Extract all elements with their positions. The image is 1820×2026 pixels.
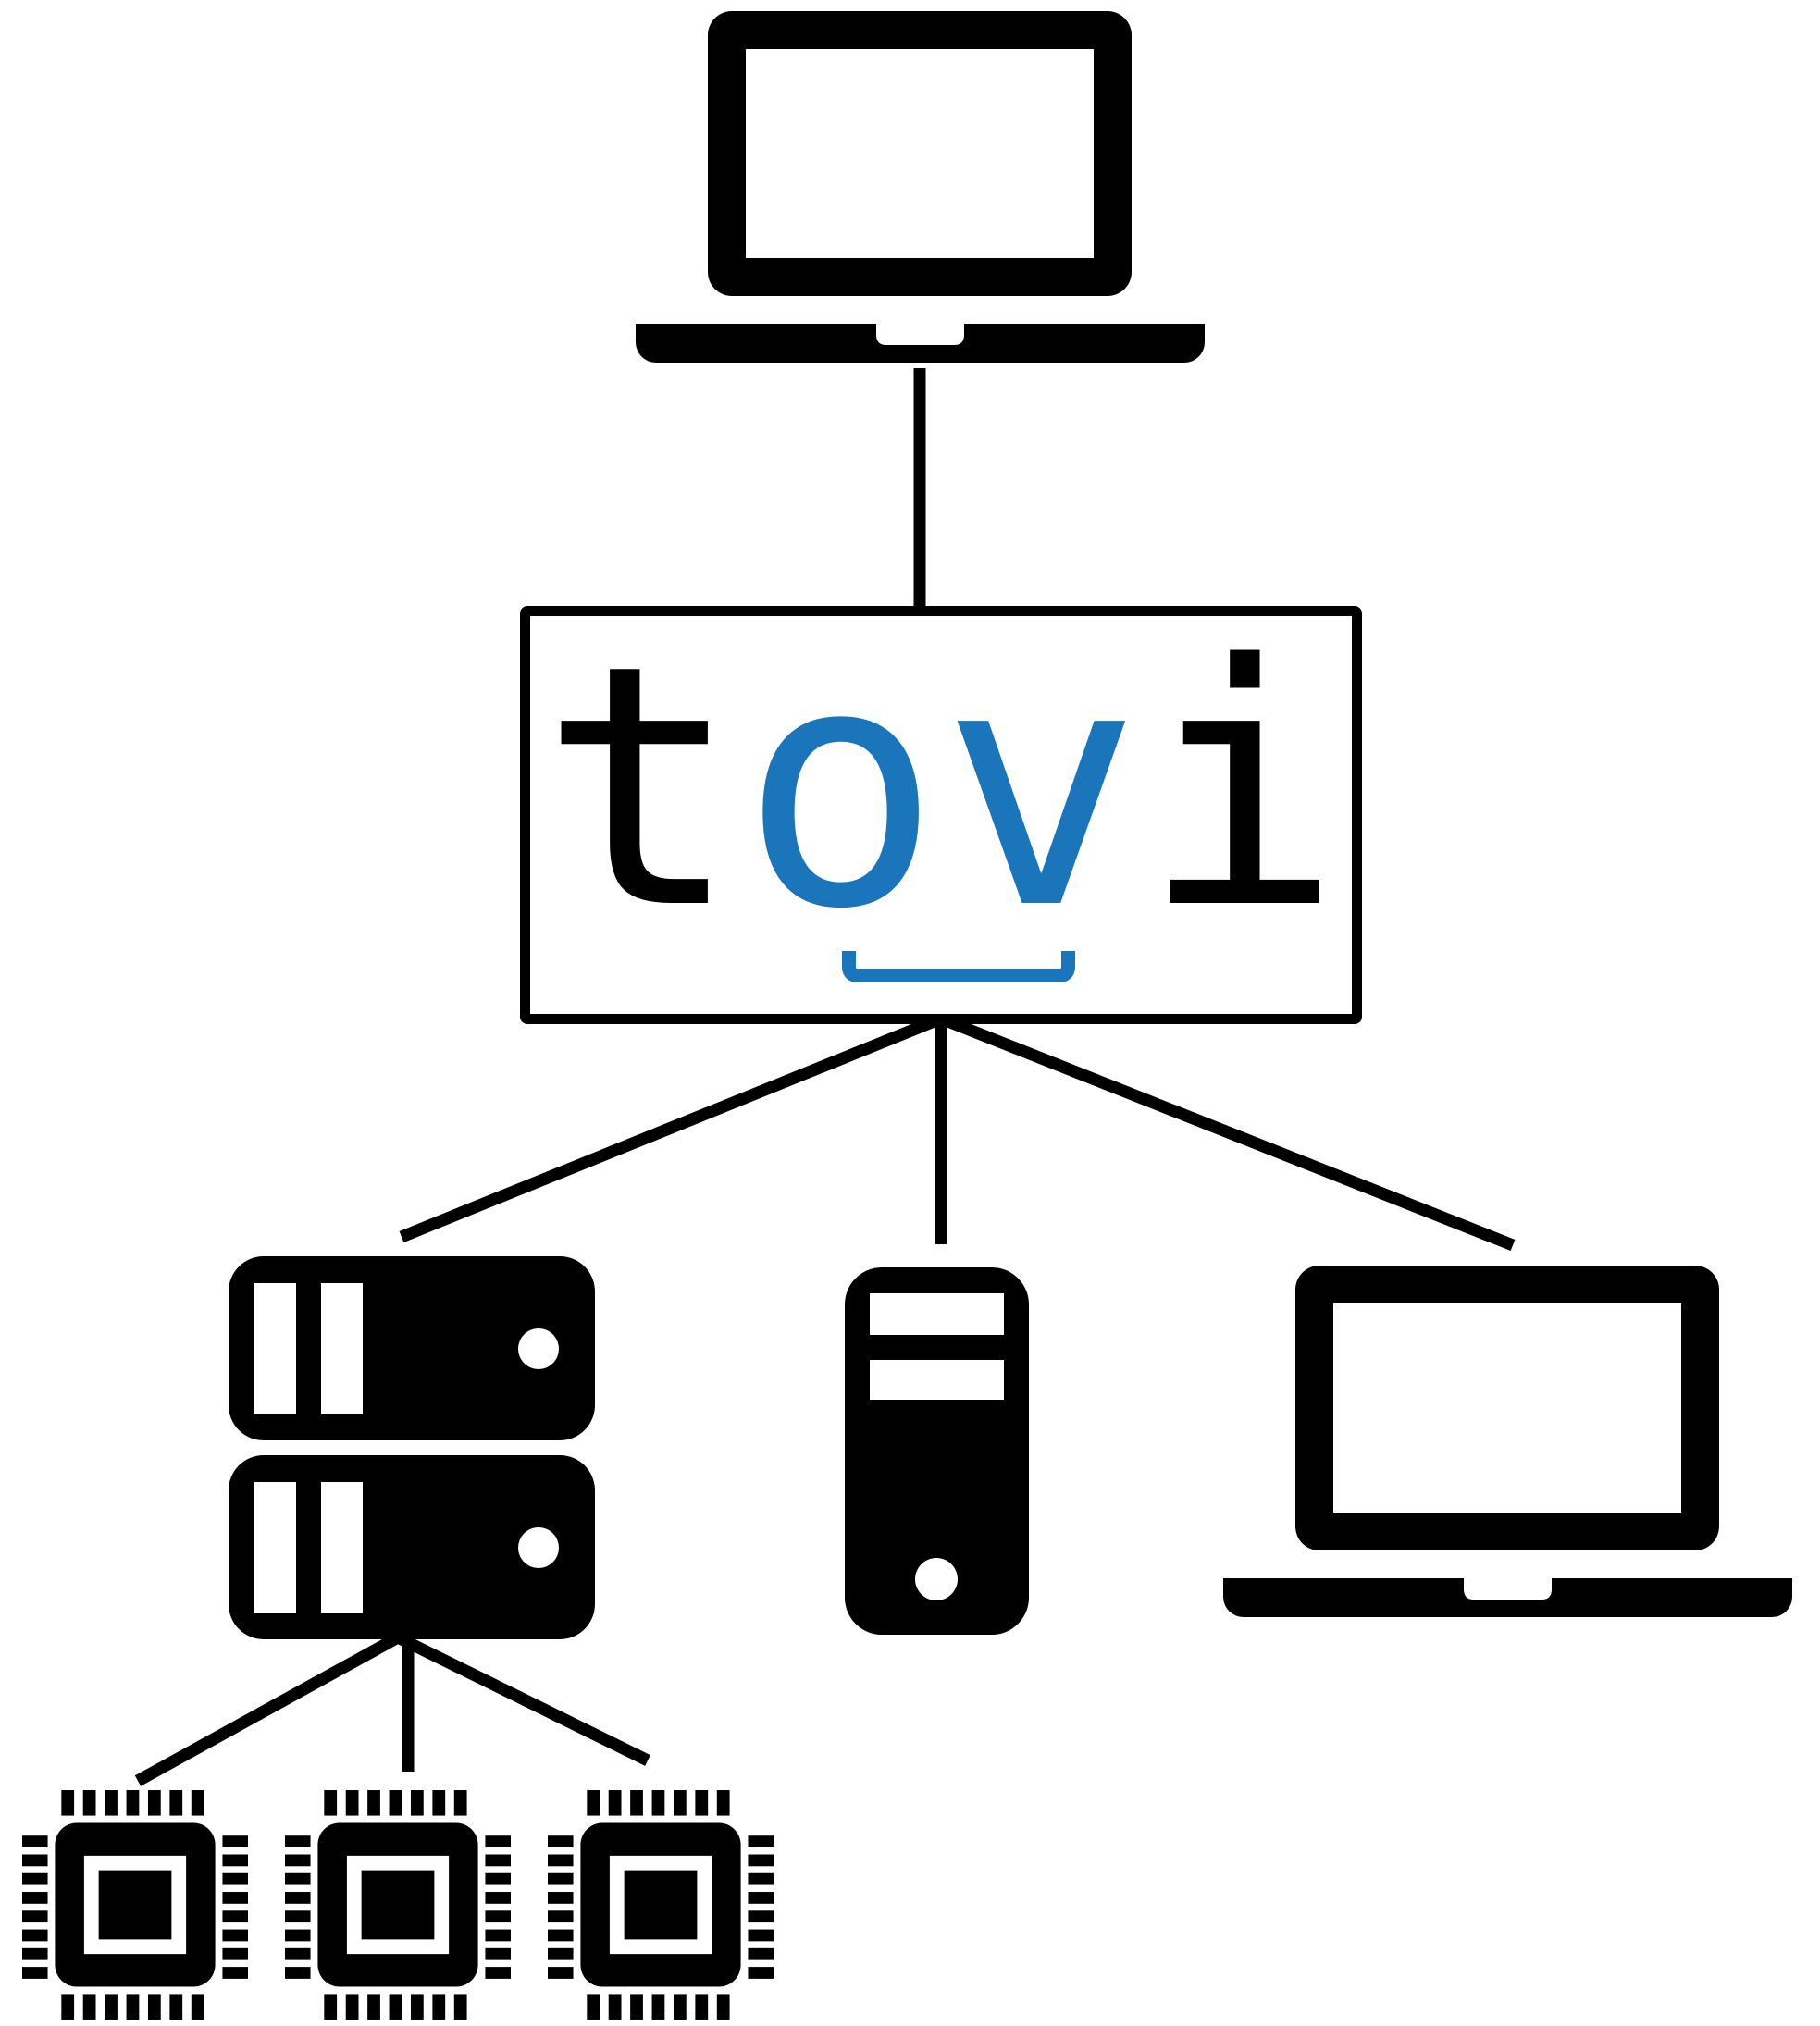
cpu-chip-icon-middle [285,1790,511,2020]
tovi-logo-box [520,606,1362,1024]
laptop-icon-right [1223,1266,1792,1617]
logo-letter-i: i [1141,594,1343,982]
connector-server-to-cpu-left [134,1632,402,1786]
desktop-tower-icon [845,1267,1029,1635]
logo-letters-ov: ov [740,594,1142,982]
logo-letter-t: t [539,594,741,982]
server-stack-icon [229,1256,595,1639]
logo-underline-bracket-icon [842,951,1075,982]
laptop-icon-top [636,11,1205,363]
connector-box-to-laptop [938,1012,1516,1252]
connector-box-to-server [399,1012,944,1243]
cpu-chip-icon-right [548,1790,774,2020]
connector-server-to-cpu-right [395,1632,650,1766]
tovi-logo-text: tovi [520,622,1362,955]
cpu-chip-icon-left [22,1790,248,2020]
